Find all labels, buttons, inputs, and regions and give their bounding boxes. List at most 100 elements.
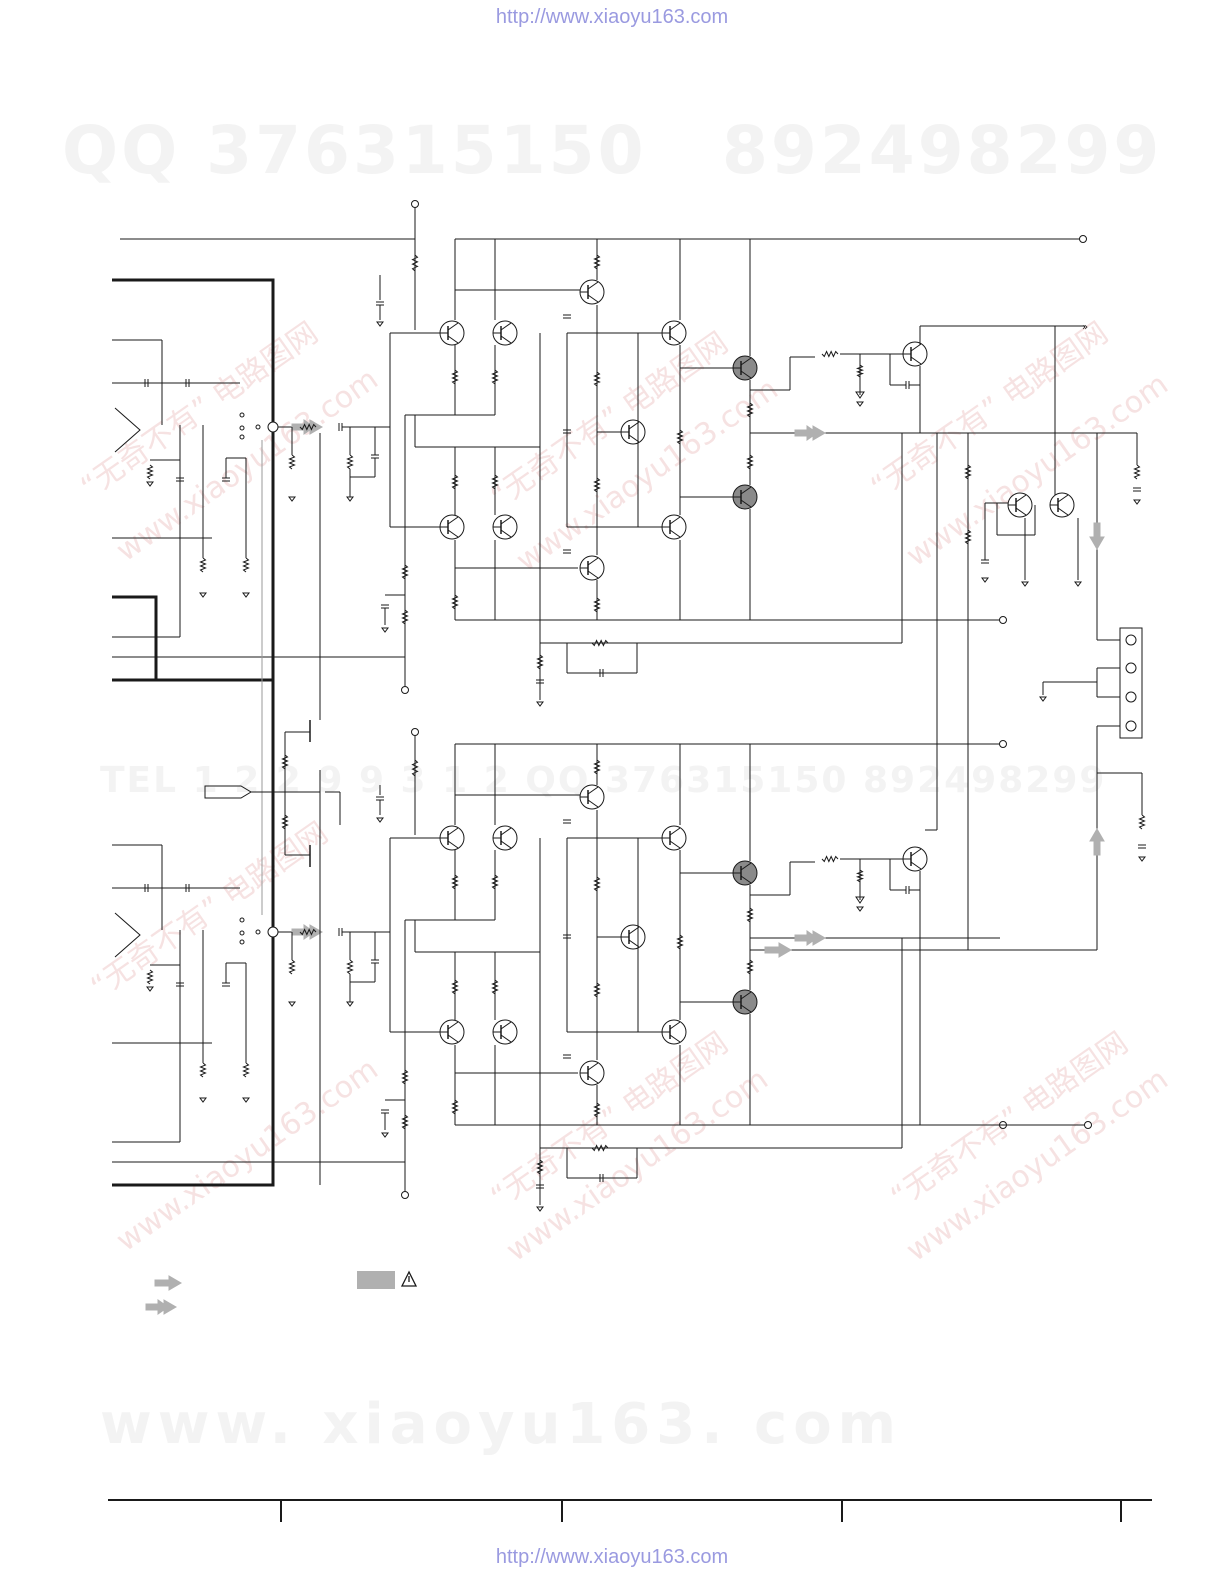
transistor-collector [669,516,681,525]
diode-icon [855,391,865,399]
ground-icon [199,1097,207,1103]
transistor-collector [447,322,459,331]
transistor-emitter [669,335,681,344]
transistor-emitter [587,1075,599,1084]
resistor [593,254,601,270]
signal-arrow-icon [154,1275,182,1291]
transistor-emitter [669,1034,681,1043]
transistor-collector [1015,494,1027,503]
resistor [491,874,499,890]
op-amp-icon [114,912,141,958]
resistor [821,350,839,358]
resistor [1133,464,1141,480]
resistor [411,759,419,777]
transistor-emitter [587,799,599,808]
terminal-icon [401,1191,409,1199]
transistor-collector [587,281,599,290]
connector-pin-icon [1125,691,1137,703]
switch-contact-icon [255,424,261,430]
transistor-collector [500,322,512,331]
resistor [746,907,754,923]
resistor [451,594,459,610]
resistor [401,564,409,580]
transistor-collector [447,516,459,525]
resistor [451,1099,459,1115]
transistor-emitter [447,1034,459,1043]
transistor-collector [910,848,922,857]
module-border [112,678,275,1187]
resistor [855,364,865,378]
resistor [411,254,419,272]
resistor [591,1144,609,1152]
ground-icon [146,986,154,992]
resistor [346,959,354,975]
switch-contact-icon [239,917,245,923]
resistor [746,959,754,975]
resistor [281,814,289,830]
resistor [199,1062,207,1078]
switch-contact-icon [239,930,245,936]
transistor-collector [669,827,681,836]
transistor-emitter [1015,507,1027,516]
transistor-emitter [500,529,512,538]
resistor [401,609,409,625]
transistor-emitter [740,1004,752,1013]
ground-icon [856,906,864,912]
resistor [491,369,499,385]
transistor-collector [500,827,512,836]
resistor [491,979,499,995]
resistor [242,1062,250,1078]
resistor [536,1159,544,1175]
transistor-collector [587,786,599,795]
signal-arrow-icon [1089,828,1105,856]
switch-contact-icon [239,434,245,440]
transistor-emitter [500,840,512,849]
cable-connector-icon [204,785,252,799]
transistor-collector [1057,494,1069,503]
transistor-collector [628,926,640,935]
transistor-emitter [669,529,681,538]
connector-pin-icon [1125,634,1137,646]
double-signal-arrow-icon [812,425,826,441]
resistor [964,464,972,480]
transistor-collector [628,421,640,430]
transistor-collector [669,322,681,331]
resistor [536,654,544,670]
resistor [593,1102,601,1118]
ground-icon [1039,696,1047,702]
footer-url[interactable]: http://www.xiaoyu163.com [495,1546,729,1568]
resistor [676,934,684,950]
terminal-icon [999,740,1007,748]
resistor [242,557,250,573]
ground-icon [381,1132,389,1138]
terminal-icon [411,728,419,736]
ground-icon [199,592,207,598]
transistor-emitter [910,356,922,365]
transistor-collector [500,516,512,525]
double-signal-arrow-icon [812,930,826,946]
resistor [401,1069,409,1085]
resistor [593,876,601,892]
ground-icon [536,1206,544,1212]
resistor [591,639,609,647]
double-signal-arrow-icon [163,1299,177,1315]
ground-icon [346,496,354,502]
resistor [288,454,296,470]
transistor-emitter [500,335,512,344]
signal-arrow-icon [764,942,792,958]
transistor-collector [910,343,922,352]
transistor-emitter [669,840,681,849]
double-signal-arrow-icon [794,425,818,441]
resistor [746,454,754,470]
ground-icon [376,817,384,823]
transistor-emitter [740,499,752,508]
signal-out-marker: » [1082,322,1088,333]
resistor [1138,814,1146,830]
resistor [593,982,601,998]
resistor [299,423,317,431]
resistor [199,557,207,573]
resistor [401,1114,409,1130]
switch-contact-icon [239,412,245,418]
header-url[interactable]: http://www.xiaoyu163.com [495,6,729,28]
ground-icon [242,592,250,598]
